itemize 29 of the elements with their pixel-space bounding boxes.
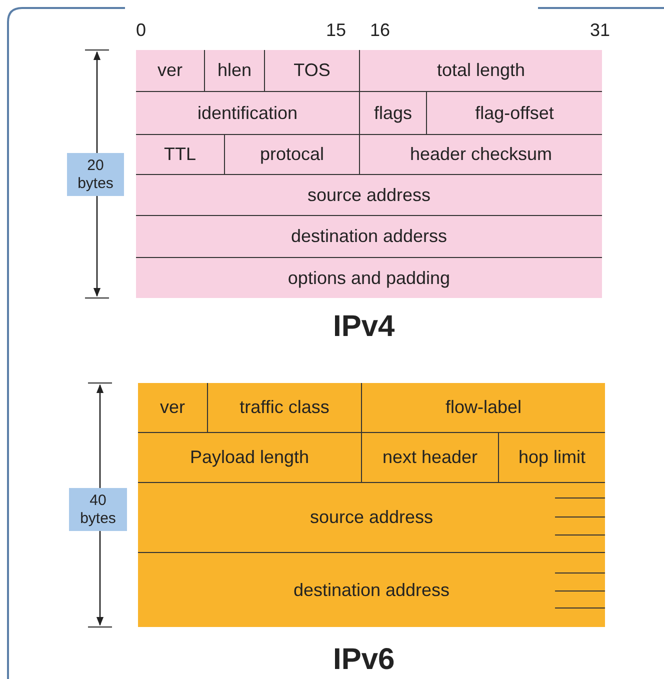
bit-number: 0 xyxy=(136,20,146,41)
size-box: 40 bytes xyxy=(69,488,127,531)
format-title: IPv6 xyxy=(333,643,395,677)
header-field: header checksum xyxy=(360,135,602,175)
header-field: hop limit xyxy=(499,433,605,483)
header-field: total length xyxy=(360,50,602,92)
header-field: destination adderss xyxy=(136,216,602,258)
header-field: flags xyxy=(360,92,427,135)
header-field: source address xyxy=(138,483,605,553)
header-field: destination address xyxy=(138,553,605,627)
header-field: next header xyxy=(362,433,499,483)
header-field: TTL xyxy=(136,135,225,175)
bit-number: 31 xyxy=(590,20,610,41)
header-field: traffic class xyxy=(208,383,362,433)
header-field: flag-offset xyxy=(427,92,602,135)
format-title: IPv4 xyxy=(333,310,395,344)
header-field: TOS xyxy=(265,50,360,92)
bit-number: 16 xyxy=(370,20,390,41)
size-box: 20 bytes xyxy=(67,153,124,196)
header-field: source address xyxy=(136,175,602,216)
header-field: ver xyxy=(136,50,205,92)
header-field: options and padding xyxy=(136,258,602,298)
header-field: Payload length xyxy=(138,433,362,483)
header-field: ver xyxy=(138,383,208,433)
header-field: hlen xyxy=(205,50,265,92)
header-field: identification xyxy=(136,92,360,135)
header-field: flow-label xyxy=(362,383,605,433)
header-field: protocal xyxy=(225,135,360,175)
bit-number: 15 xyxy=(326,20,346,41)
